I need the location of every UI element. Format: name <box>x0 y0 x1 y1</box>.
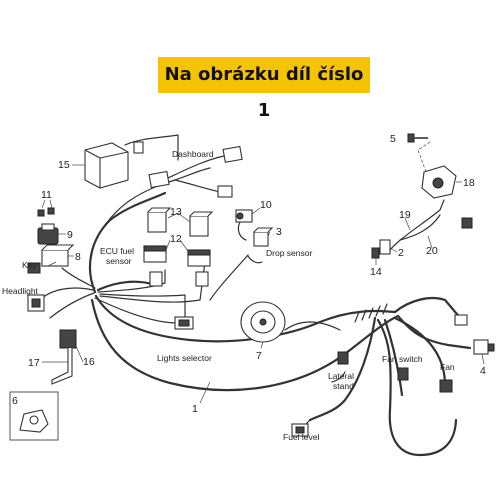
part-18-unit <box>417 141 457 199</box>
part-13-relays <box>147 207 214 237</box>
label-ecu-fuel-sensor-line1: ECU fuel <box>100 246 134 256</box>
label-lights-selector: Lights selector <box>157 353 212 363</box>
lights-selector-connector <box>174 316 194 330</box>
text-labels: Dashboard ECU fuel sensor Drop sensor Ke… <box>2 149 455 442</box>
part-number-2: 2 <box>398 247 404 259</box>
label-headlight: Headlight <box>2 286 39 296</box>
part-number-18: 18 <box>463 177 475 189</box>
part-6-clip <box>9 391 59 441</box>
part-number-11: 11 <box>41 189 52 201</box>
part-number-7: 7 <box>256 350 262 362</box>
dashboard-connectors <box>148 145 243 198</box>
part-number-4: 4 <box>480 365 486 377</box>
part-20-cable <box>399 214 441 241</box>
part-17-bracket <box>51 348 73 385</box>
part-number-13: 13 <box>170 206 182 218</box>
leader-lines <box>41 137 485 404</box>
part-number-20: 20 <box>426 245 438 257</box>
label-fan: Fan <box>440 362 455 372</box>
part-2-connector <box>379 239 391 255</box>
part-7-horn <box>240 301 286 343</box>
label-key: Key <box>22 260 37 270</box>
part-3-drop-sensor <box>247 227 274 264</box>
lateral-stand-connector <box>337 351 349 365</box>
part-8-relay <box>41 244 75 267</box>
part-number-5: 5 <box>390 133 396 145</box>
part-number-17: 17 <box>28 357 40 369</box>
label-lateral-stand-line1: Lateral <box>328 371 354 381</box>
fan-connector <box>439 379 453 393</box>
label-fan-switch: Fan switch <box>382 354 423 364</box>
part-14-terminal <box>371 247 380 259</box>
part-number-6: 6 <box>12 395 18 407</box>
label-drop-sensor: Drop sensor <box>266 248 312 258</box>
part-number-9: 9 <box>67 229 73 241</box>
label-lateral-stand-line2: stand <box>333 381 354 391</box>
key-connector <box>27 262 41 274</box>
part-12-sockets <box>143 245 211 287</box>
part-number-19: 19 <box>399 209 411 221</box>
fuel-level-connector <box>291 423 309 437</box>
headlight-connector <box>27 294 45 312</box>
part-4-connector <box>473 339 495 355</box>
label-fuel-level: Fuel level <box>283 432 319 442</box>
part-number-10: 10 <box>260 199 272 211</box>
part-10-sensor <box>235 209 253 241</box>
part-9-connector <box>37 223 59 245</box>
part-number-14: 14 <box>370 266 382 278</box>
label-dashboard: Dashboard <box>172 149 214 159</box>
part-15-module <box>84 141 144 189</box>
part-11-clips <box>37 207 55 217</box>
part-number-16: 16 <box>83 356 95 368</box>
fan-switch-connector <box>397 367 409 381</box>
part-number-1: 1 <box>192 403 198 415</box>
part-16-relay <box>59 329 77 349</box>
part-numbers: 15 11 9 8 13 12 10 3 16 17 6 7 1 5 18 19… <box>12 133 486 415</box>
right-upper-connectors <box>454 217 473 326</box>
part-number-banner: Na obrázku díl číslo 1 <box>158 57 370 121</box>
label-ecu-fuel-sensor-line2: sensor <box>106 256 132 266</box>
part-number-8: 8 <box>75 251 81 263</box>
part-number-3: 3 <box>276 226 282 238</box>
part-number-15: 15 <box>58 159 70 171</box>
part-number-12: 12 <box>170 233 182 245</box>
part-19-cable <box>389 199 445 251</box>
